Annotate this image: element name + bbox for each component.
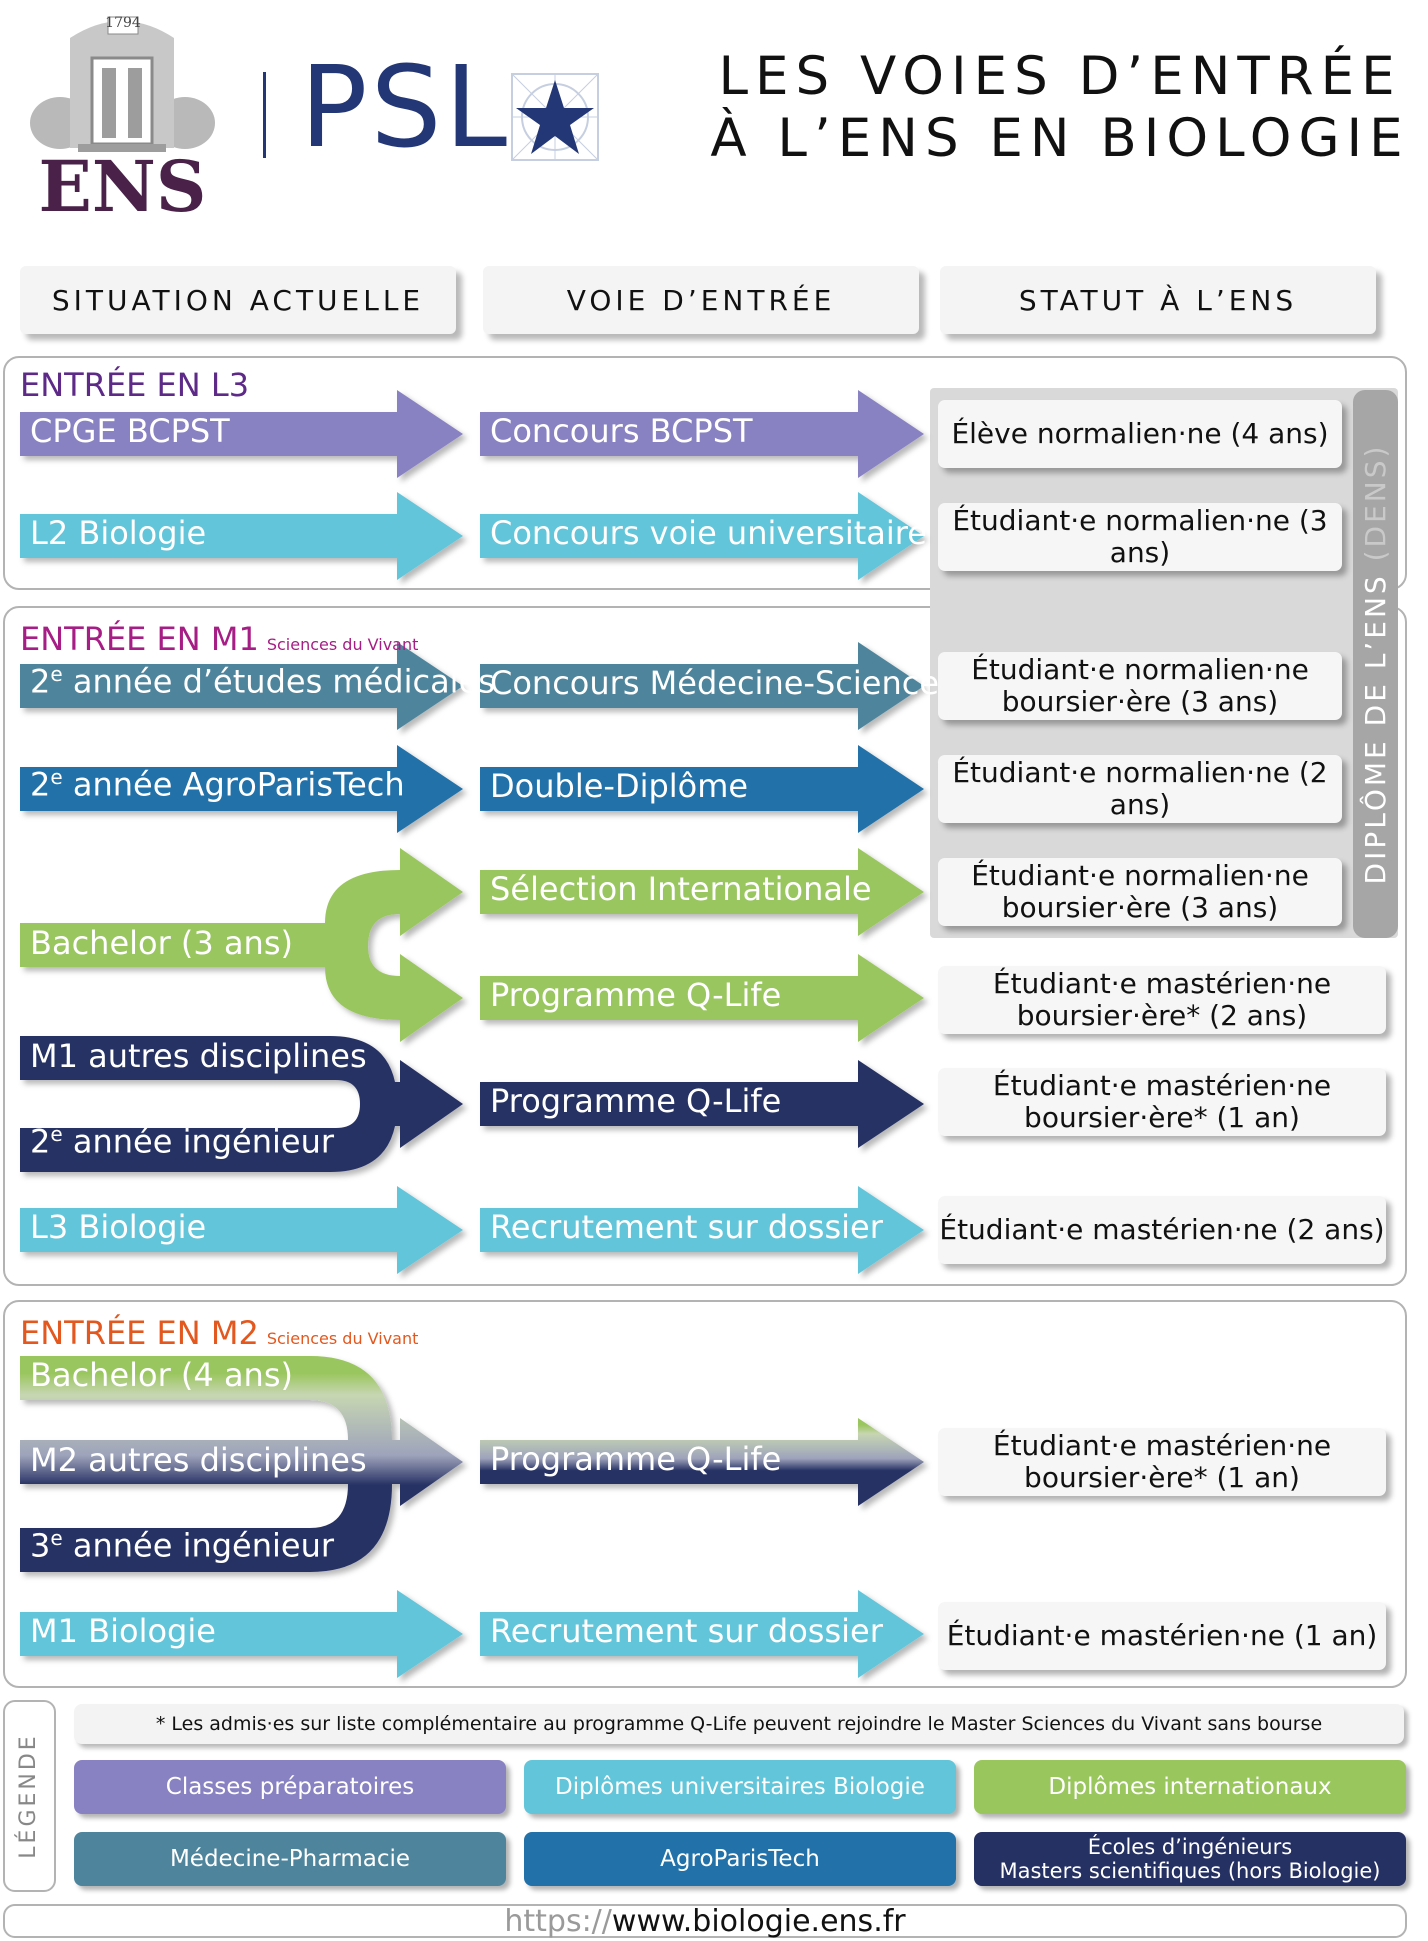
- arrow-ingenieur-merge: [20, 1036, 463, 1172]
- label-bachelor4: Bachelor (4 ans): [30, 1356, 293, 1394]
- label-l2: L2 Biologie: [30, 514, 207, 552]
- section-m2: [3, 1300, 1407, 1688]
- label-m2autres: M2 autres disciplines: [30, 1441, 367, 1479]
- arrow-double-diplome: [480, 745, 924, 833]
- footnote: * Les admis·es sur liste complémentaire …: [74, 1704, 1404, 1744]
- label-2e-ingenieur: 2e année ingénieur: [30, 1122, 335, 1161]
- column-header-situation: SITUATION ACTUELLE: [20, 266, 456, 334]
- arrow-m2-merge: [20, 1356, 463, 1572]
- dens-label-abbr: (DENS): [1359, 443, 1392, 562]
- label-m1bio: M1 Biologie: [30, 1612, 216, 1650]
- label-qlife-m1: Programme Q-Life: [490, 1082, 782, 1120]
- ens-year: 1794: [105, 15, 141, 31]
- arrow-concours-medecine: [480, 642, 924, 730]
- status-m1bio: Étudiant·e mastérien·ne (1 an): [938, 1602, 1386, 1670]
- dens-label-text: DIPLÔME DE L’ENS: [1359, 573, 1392, 885]
- ens-building-icon: [30, 16, 215, 152]
- page-title: LES VOIES D’ENTRÉE À L’ENS EN BIOLOGIE: [700, 46, 1420, 170]
- logo-separator: [263, 72, 266, 158]
- column-header-statut: STATUT À L’ENS: [940, 266, 1376, 334]
- ens-logo: 1794 ENS: [30, 8, 215, 228]
- status-l3bio: Étudiant·e mastérien·ne (2 ans): [938, 1196, 1386, 1264]
- page-title-line2: À L’ENS EN BIOLOGIE: [710, 108, 1410, 169]
- arrow-concours-univ: [480, 492, 924, 580]
- ens-text: ENS: [38, 145, 207, 228]
- section-subtitle-m2: Sciences du Vivant: [266, 1329, 419, 1348]
- label-medecine: 2e année d’études médicales: [30, 662, 495, 701]
- legend-univ: Diplômes universitaires Biologie: [524, 1760, 956, 1814]
- label-double-diplome: Double-Diplôme: [490, 767, 749, 805]
- url-link[interactable]: www.biologie.ens.fr: [611, 1903, 906, 1939]
- label-selection-intl: Sélection Internationale: [490, 870, 872, 908]
- section-l3: [3, 356, 1407, 590]
- legend-prepa: Classes préparatoires: [74, 1760, 506, 1814]
- arrow-cpge: [20, 390, 463, 478]
- arrow-medecine: [20, 642, 463, 730]
- label-m1autres: M1 autres disciplines: [30, 1037, 367, 1075]
- section-subtitle-m1: Sciences du Vivant: [266, 635, 419, 654]
- dens-bar: [1353, 390, 1398, 938]
- label-concours-medecine: Concours Médecine-Sciences: [490, 664, 956, 702]
- arrow-qlife-m2: [480, 1418, 924, 1506]
- legend-intl: Diplômes internationaux: [974, 1760, 1406, 1814]
- status-cpge: Élève normalien·ne (4 ans): [938, 400, 1342, 468]
- label-bachelor3: Bachelor (3 ans): [30, 924, 293, 962]
- label-agro: 2e année AgroParisTech: [30, 765, 405, 804]
- psl-text: PSL: [300, 43, 511, 173]
- status-agro: Étudiant·e normalien·ne (2 ans): [938, 755, 1342, 823]
- url-bar: https://www.biologie.ens.fr: [3, 1903, 1407, 1939]
- legend-agro: AgroParisTech: [524, 1832, 956, 1886]
- arrow-l3bio: [20, 1186, 463, 1274]
- label-cpge: CPGE BCPST: [30, 412, 230, 450]
- label-3e-ingenieur: 3e année ingénieur: [30, 1526, 335, 1565]
- arrow-selection-intl: [480, 848, 924, 936]
- arrow-bachelor-split: [20, 848, 463, 1042]
- url-prefix: https://: [504, 1903, 612, 1939]
- arrow-qlife-m1: [480, 1060, 924, 1148]
- section-m1: [3, 606, 1407, 1286]
- arrow-qlife-bachelor: [480, 954, 924, 1042]
- arrow-recrutement-m1: [480, 1590, 924, 1678]
- arrow-m1bio: [20, 1590, 463, 1678]
- label-concours-univ: Concours voie universitaire: [490, 514, 927, 552]
- label-qlife-bachelor: Programme Q-Life: [490, 976, 782, 1014]
- label-qlife-m2: Programme Q-Life: [490, 1440, 782, 1478]
- arrow-l2: [20, 492, 463, 580]
- label-concours-bcpst: Concours BCPST: [490, 412, 753, 450]
- label-recrutement-m1: Recrutement sur dossier: [490, 1612, 883, 1650]
- psl-star-icon: [511, 73, 599, 161]
- section-title-l3: ENTRÉE EN L3: [20, 366, 250, 404]
- legend-medecine: Médecine-Pharmacie: [74, 1832, 506, 1886]
- column-header-voie: VOIE D’ENTRÉE: [483, 266, 919, 334]
- status-l2: Étudiant·e normalien·ne (3 ans): [938, 503, 1342, 571]
- label-recrutement-l3: Recrutement sur dossier: [490, 1208, 883, 1246]
- arrow-agro: [20, 745, 463, 833]
- page-title-line1: LES VOIES D’ENTRÉE: [718, 46, 1402, 107]
- arrow-concours-bcpst: [480, 390, 924, 478]
- legend-frame: [3, 1700, 56, 1892]
- label-l3bio: L3 Biologie: [30, 1208, 207, 1246]
- arrow-recrutement-l3: [480, 1186, 924, 1274]
